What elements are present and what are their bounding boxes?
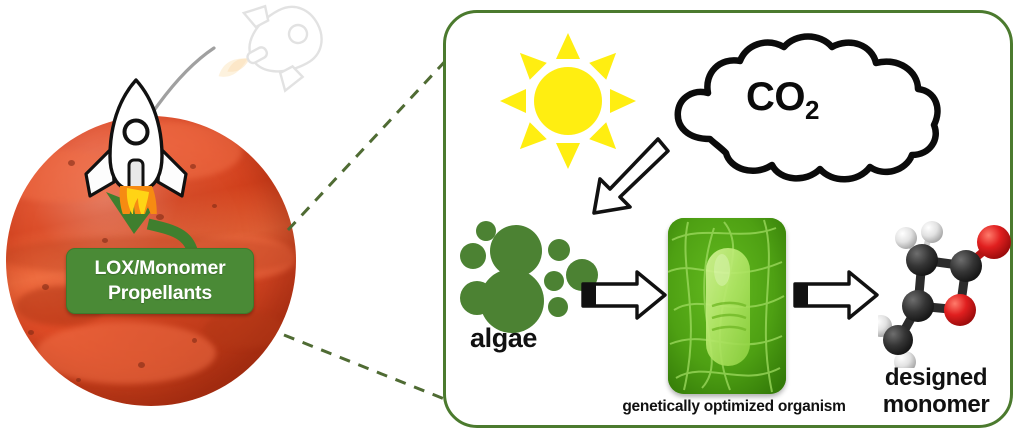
algae-colony-icon <box>460 221 600 333</box>
co2-formula: CO2 <box>746 75 819 126</box>
lox-label-line-2: Propellants <box>108 282 212 304</box>
bacterium-micrograph <box>668 218 786 394</box>
process-panel: CO2 algae <box>443 10 1013 428</box>
block-arrow-algae-to-organism <box>581 270 667 320</box>
bacterium-illustration <box>668 218 786 394</box>
carbon-atom <box>883 325 913 355</box>
algae-label: algae <box>470 323 538 353</box>
block-arrow-organism-to-monomer <box>793 270 879 320</box>
co2-formula-main: CO <box>746 75 806 119</box>
co2-formula-sub: 2 <box>805 95 819 125</box>
rocket-launching-icon <box>84 78 188 214</box>
carbon-atom <box>906 244 938 276</box>
sun-icon <box>500 33 636 169</box>
rocket-departing-icon <box>218 4 323 93</box>
sun-core <box>534 67 602 135</box>
designed-monomer-label: designed monomer <box>851 364 1021 419</box>
cloud-icon <box>674 33 941 183</box>
monomer-label-line-1: designed <box>884 364 988 391</box>
carbon-atom <box>902 290 934 322</box>
lox-label-line-1: LOX/Monomer <box>94 257 226 280</box>
beta-lactone-molecule-model <box>878 221 1011 368</box>
organism-label: genetically optimized organism <box>622 398 846 415</box>
carbon-atom <box>950 250 982 282</box>
monomer-label-line-2: monomer <box>882 390 990 418</box>
hydrogen-atom <box>894 351 916 368</box>
diagonal-arrow-down-right-icon <box>592 137 670 215</box>
mars-scene: LOX/Monomer Propellants <box>0 0 446 439</box>
hydrogen-atom <box>895 227 917 249</box>
lox-monomer-propellants-label: LOX/Monomer Propellants <box>66 248 254 314</box>
hydrogen-atom <box>921 221 943 243</box>
oxygen-atom <box>977 225 1011 259</box>
oxygen-atom <box>944 294 976 326</box>
